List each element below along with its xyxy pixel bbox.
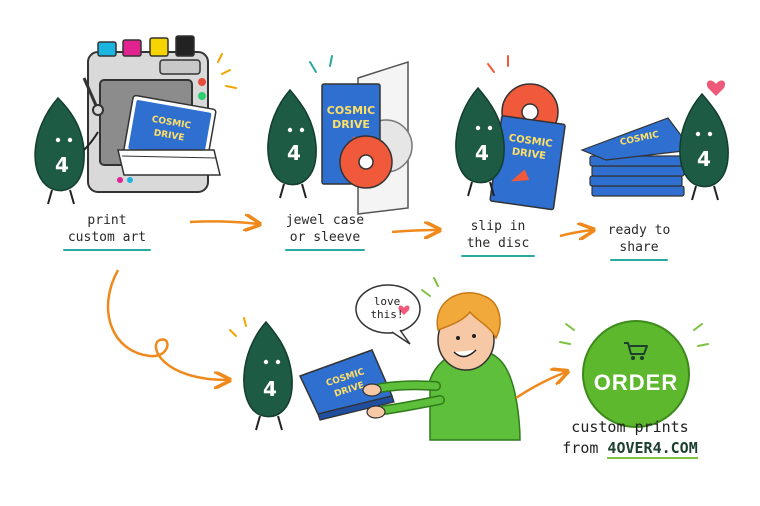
step-3-line-2: the disc	[466, 236, 530, 251]
cover-title: COSMIC	[327, 104, 375, 117]
arrow-1	[189, 221, 258, 224]
step-1-line-1: print	[87, 213, 127, 228]
mascot-number: 4	[287, 141, 301, 165]
step-2-line-1: jewel case	[285, 213, 365, 228]
cover-subtitle: DRIVE	[332, 118, 370, 131]
heart-icon	[706, 80, 726, 96]
speech-bubble	[355, 284, 421, 345]
printer-icon: COSMIC DRIVE	[82, 35, 237, 193]
arrow-4	[515, 372, 566, 400]
mascot-2: 4	[267, 88, 317, 199]
gift-cd-icon: COSMIC DRIVE	[298, 349, 395, 421]
footer-line-2: from 4OVER4.COM	[520, 437, 740, 459]
step-2-line-2: or sleeve	[289, 230, 361, 245]
mascot-number: 4	[263, 377, 277, 401]
speech-line-1: love	[373, 295, 401, 308]
mascot-5: 4	[229, 317, 293, 431]
footer-prefix: from	[562, 439, 608, 457]
step-4-line-2: share	[619, 240, 659, 255]
cd-stack-icon: COSMIC	[580, 117, 694, 197]
order-button[interactable]: ORDER	[582, 320, 690, 428]
mascot-3: 4	[455, 86, 505, 197]
step-3-line-1: slip in	[470, 219, 526, 234]
cover-subtitle: DRIVE	[511, 146, 547, 162]
mascot-number: 4	[55, 153, 69, 177]
disc-sleeve-icon: COSMIC DRIVE	[487, 55, 566, 211]
curved-arrow	[106, 269, 228, 380]
step-label-3: slip in the disc	[448, 218, 548, 257]
arrow-2	[391, 230, 438, 232]
mascot-4: 4	[679, 92, 729, 201]
mascot-number: 4	[697, 147, 711, 171]
arrow-3	[559, 230, 592, 236]
speech-line-2: this!	[370, 308, 404, 321]
step-label-4: ready to share	[594, 222, 684, 261]
step-1-line-2: custom art	[67, 230, 147, 245]
person-figure	[362, 277, 521, 441]
footer-url-link[interactable]: 4OVER4.COM	[607, 439, 698, 459]
cart-icon	[624, 342, 648, 360]
footer-line-1: custom prints	[571, 418, 689, 436]
heart-icon	[398, 305, 410, 315]
footer-text: custom prints from 4OVER4.COM	[520, 417, 740, 459]
mascot-1: 4	[34, 96, 99, 205]
jewel-case-icon: COSMIC DRIVE	[309, 55, 413, 215]
order-label: ORDER	[593, 370, 679, 395]
step-label-1: print custom art	[52, 212, 162, 251]
speech-text: love this!	[364, 295, 410, 321]
step-label-2: jewel case or sleeve	[270, 212, 380, 251]
step-4-line-1: ready to	[607, 223, 671, 238]
mascot-number: 4	[475, 141, 489, 165]
